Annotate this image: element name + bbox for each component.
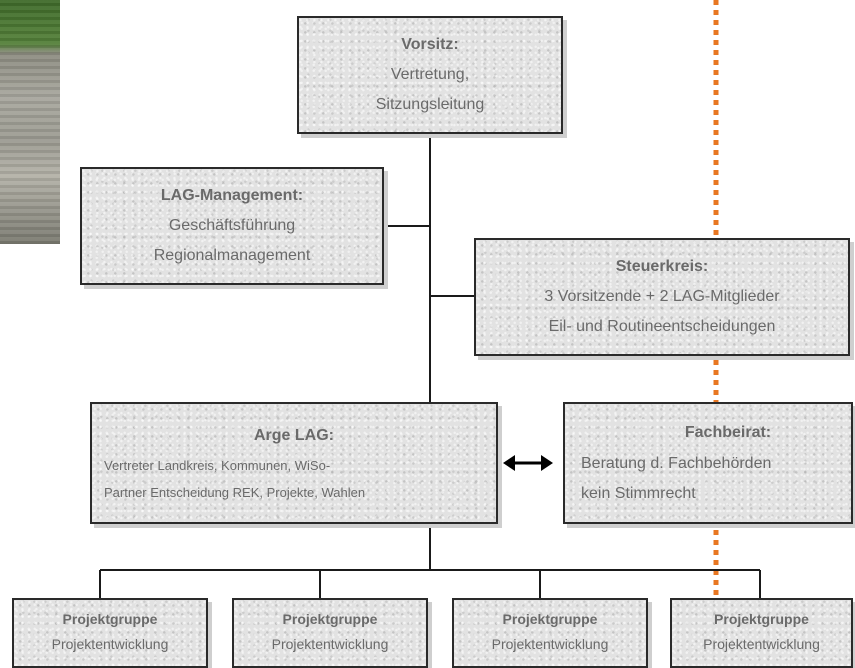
vorsitz-box: Vorsitz: Vertretung, Sitzungsleitung [297,16,563,134]
lag-management-line-2: Regionalmanagement [153,247,311,264]
lag-management-line-1: Geschäftsführung [168,217,296,234]
projektgruppe-title: Projektgruppe [62,611,158,627]
fachbeirat-title: Fachbeirat: [684,424,772,441]
fachbeirat-box: Fachbeirat: Beratung d. Fachbehörden kei… [563,402,853,524]
steuerkreis-title: Steuerkreis: [615,258,709,275]
projektgruppe-title: Projektgruppe [714,611,809,627]
lag-management-title: LAG-Management: [160,187,304,204]
fachbeirat-line-1: Beratung d. Fachbehörden [581,455,772,472]
fachbeirat-line-2: kein Stimmrecht [581,485,696,502]
lag-management-box: LAG-Management: Geschäftsführung Regiona… [80,167,384,285]
arge-lag-line-1: Vertreter Landkreis, Kommunen, WiSo- [104,458,331,473]
steuerkreis-box: Steuerkreis: 3 Vorsitzende + 2 LAG-Mitgl… [474,238,850,356]
projektgruppe-box-2: Projektgruppe Projektentwicklung [232,598,428,668]
projektgruppe-box-4: Projektgruppe Projektentwicklung [670,598,853,668]
projektgruppe-line: Projektentwicklung [703,636,820,652]
projektgruppe-title: Projektgruppe [282,611,378,627]
photo-thumbnail [0,0,60,244]
vorsitz-line-1: Vertretung, [390,66,470,83]
projektgruppe-line: Projektentwicklung [271,636,389,652]
projektgruppe-line: Projektentwicklung [491,636,609,652]
steuerkreis-line-1: 3 Vorsitzende + 2 LAG-Mitglieder [544,288,780,305]
vorsitz-title: Vorsitz: [401,36,459,53]
projektgruppe-box-3: Projektgruppe Projektentwicklung [452,598,648,668]
projektgruppe-box-1: Projektgruppe Projektentwicklung [12,598,208,668]
arge-lag-title: Arge LAG: [254,427,334,444]
projektgruppe-line: Projektentwicklung [51,636,169,652]
double-arrow-icon [503,455,553,471]
arge-lag-box: Arge LAG: Vertreter Landkreis, Kommunen,… [90,402,498,524]
projektgruppe-title: Projektgruppe [502,611,598,627]
vorsitz-line-2: Sitzungsleitung [375,96,485,113]
steuerkreis-line-2: Eil- und Routineentscheidungen [548,318,776,335]
arge-lag-line-2: Partner Entscheidung REK, Projekte, Wahl… [104,485,366,500]
